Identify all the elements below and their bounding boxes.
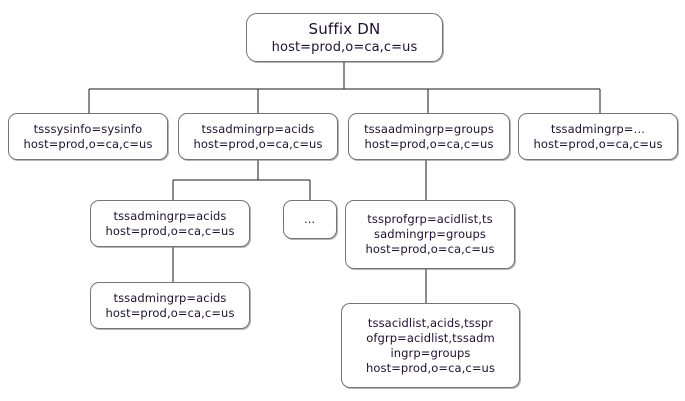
tssacidlist-acids-node-line-2: ofgrp=acidlist,tssadm — [366, 330, 495, 345]
tssprofgrp-acidlist-node-line-3: host=prod,o=ca,c=us — [365, 242, 495, 256]
tssadmingrp-acids-grandchild-node-line-1: tssadmingrp=acids — [113, 290, 227, 305]
tsssysinfo-node-line-1: tsssysinfo=sysinfo — [33, 121, 143, 136]
tssadmingrp-more-node: tssadmingrp=…host=prod,o=ca,c=us — [518, 113, 678, 160]
tssacidlist-acids-node-line-4: host=prod,o=ca,c=us — [365, 360, 496, 375]
suffix-dn-node-line-2: host=prod,o=ca,c=us — [271, 39, 418, 55]
tssadmingrp-acids-node-line-2: host=prod,o=ca,c=us — [193, 136, 323, 151]
ellipsis-placeholder-node: … — [283, 200, 337, 239]
tssadmingrp-acids-child-node-line-2: host=prod,o=ca,c=us — [105, 223, 235, 238]
tssadmingrp-more-node-line-2: host=prod,o=ca,c=us — [533, 136, 663, 151]
tssprofgrp-acidlist-node-line-1: tssprofgrp=acidlist,ts — [367, 212, 493, 226]
tssadmingrp-acids-node-line-1: tssadmingrp=acids — [201, 121, 315, 136]
tssacidlist-acids-node-line-3: ingrp=groups — [390, 345, 471, 360]
suffix-dn-node-line-1: Suffix DN — [308, 19, 381, 38]
ellipsis-placeholder-node-line-1: … — [304, 213, 316, 226]
tssadmingrp-acids-child-node-line-1: tssadmingrp=acids — [113, 208, 227, 223]
tssacidlist-acids-node-line-1: tssacidlist,acids,tsspr — [367, 315, 494, 330]
tssaadmingrp-groups-node-line-2: host=prod,o=ca,c=us — [364, 136, 494, 151]
tssadmingrp-more-node-line-1: tssadmingrp=… — [550, 121, 646, 136]
tssaadmingrp-groups-node-line-1: tssaadmingrp=groups — [364, 121, 494, 136]
tssprofgrp-acidlist-node-line-2: sadmingrp=groups — [374, 227, 486, 241]
tsssysinfo-node-line-2: host=prod,o=ca,c=us — [23, 136, 153, 151]
tssadmingrp-acids-grandchild-node-line-2: host=prod,o=ca,c=us — [105, 305, 235, 320]
